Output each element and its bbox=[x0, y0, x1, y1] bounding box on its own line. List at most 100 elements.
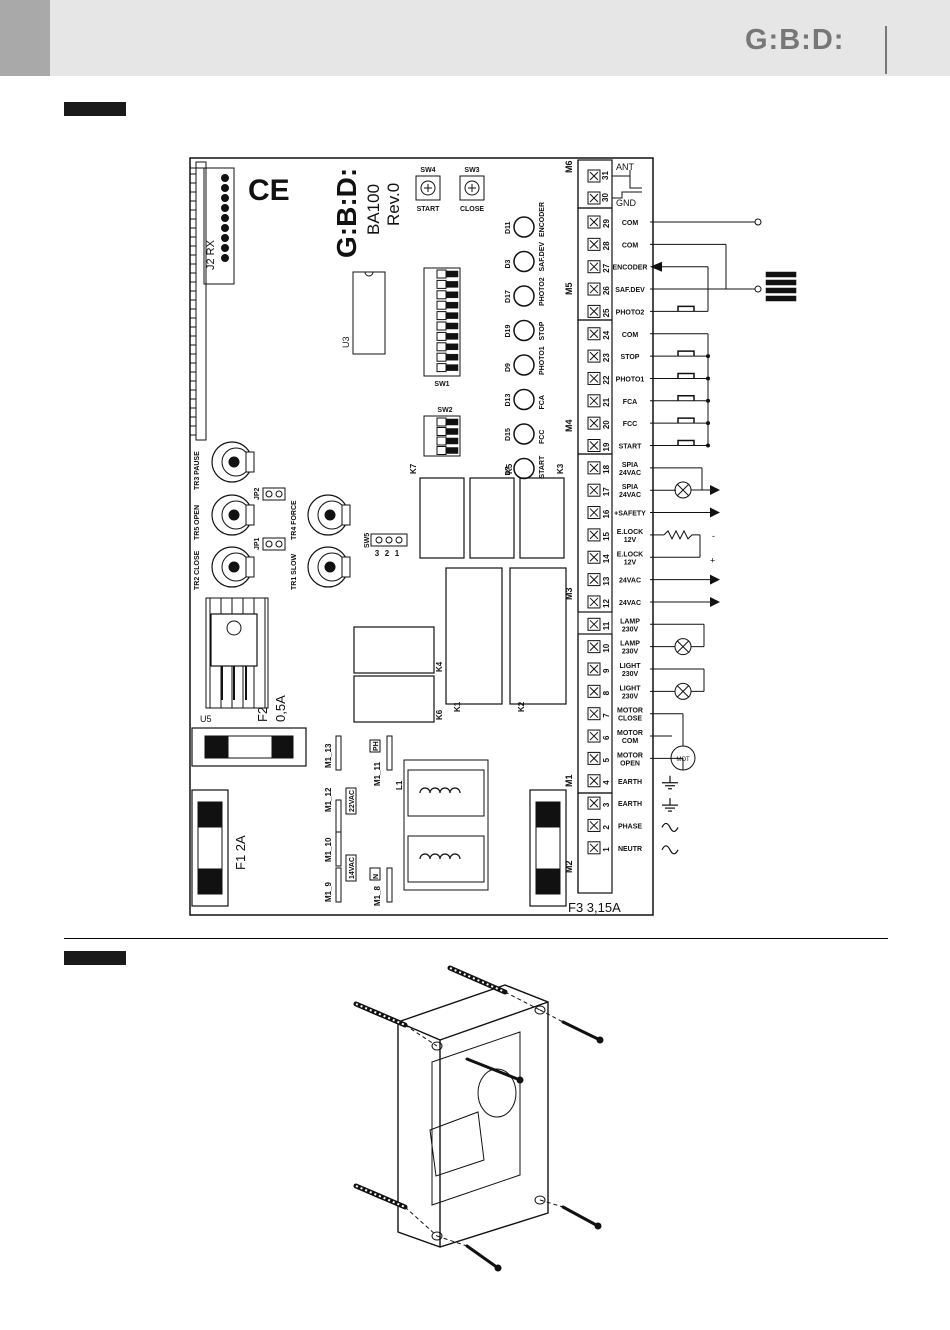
relay-label: K7 bbox=[409, 463, 418, 474]
spia-lamp-x bbox=[676, 483, 690, 497]
u3-chip bbox=[352, 271, 386, 355]
led-id: D13 bbox=[505, 394, 512, 407]
board-outline bbox=[189, 157, 654, 916]
trimmer-screw bbox=[228, 509, 240, 521]
accessory-connector-bar bbox=[765, 295, 797, 302]
receiver-connector bbox=[203, 167, 235, 285]
led-indicator bbox=[513, 285, 535, 307]
trimmer-base bbox=[245, 451, 255, 473]
connector-block-label: M1 bbox=[564, 774, 574, 787]
connector-block-label: M6 bbox=[564, 160, 574, 173]
terminal-screw-slot bbox=[589, 171, 599, 181]
sw1-lever bbox=[445, 333, 459, 340]
l1-winding bbox=[419, 787, 461, 794]
mounting-screw-head bbox=[516, 1076, 524, 1084]
sw4-knob bbox=[420, 180, 436, 196]
sw1-lever bbox=[445, 343, 459, 351]
enclosure-transformer bbox=[429, 1111, 485, 1177]
terminal-screw-slot bbox=[589, 798, 599, 808]
sw1-lever bbox=[445, 322, 459, 330]
f3-cap bbox=[536, 802, 560, 828]
receiver-pin bbox=[221, 184, 229, 192]
motor-symbol bbox=[670, 745, 696, 771]
f3-cap bbox=[536, 868, 560, 894]
terminal-label: PHOTO2 bbox=[616, 309, 645, 316]
saf-dev-wire-end bbox=[754, 285, 762, 293]
terminal-screw-slot bbox=[589, 396, 599, 406]
terminal-number: 1 bbox=[602, 847, 611, 852]
trimmer-screw bbox=[228, 561, 240, 573]
transformer-tap-tag: N bbox=[373, 874, 380, 879]
relay-label: K6 bbox=[435, 709, 444, 720]
sw5-header bbox=[370, 533, 408, 547]
terminal-number: 3 bbox=[602, 802, 611, 807]
f1-cap bbox=[198, 868, 222, 894]
trimmer-base bbox=[341, 504, 351, 526]
trimmer-label: TR3 PAUSE bbox=[194, 451, 201, 490]
sw1-lever bbox=[445, 312, 459, 319]
input-contact bbox=[677, 439, 695, 446]
header-tab bbox=[0, 0, 50, 76]
terminal-label: COM bbox=[622, 220, 639, 227]
enclosure-body bbox=[397, 984, 549, 1248]
mounting-screw-head bbox=[596, 1036, 604, 1044]
terminal-label: 24VAC bbox=[619, 600, 641, 607]
sw1-dip bbox=[423, 267, 461, 377]
transformer-tap-label: M1_9 bbox=[324, 881, 333, 902]
input-junction bbox=[706, 421, 710, 426]
terminal-label: START bbox=[619, 444, 643, 451]
led-name: PHOTO1 bbox=[539, 346, 546, 375]
figure-tag-1 bbox=[64, 102, 126, 116]
connector-block-label: M3 bbox=[564, 587, 574, 600]
transformer-tap-tag-box bbox=[369, 739, 381, 753]
terminal-label: +SAFETY bbox=[614, 511, 646, 518]
terminal-label: EARTH bbox=[618, 779, 642, 786]
com-wire-end bbox=[754, 218, 762, 226]
mounting-screw bbox=[465, 1057, 522, 1082]
terminal-number: 29 bbox=[602, 219, 611, 228]
terminal-number: 19 bbox=[602, 442, 611, 451]
transformer-tap-label: M1_11 bbox=[373, 761, 382, 786]
input-junction bbox=[706, 376, 710, 381]
sw3-caption: CLOSE bbox=[460, 206, 484, 213]
f2-value: 0,5A bbox=[273, 695, 288, 722]
sw2-lever bbox=[445, 428, 459, 435]
transformer-tap-label: M1_10 bbox=[324, 837, 333, 862]
relay bbox=[353, 626, 435, 674]
terminal-label: CLOSE bbox=[618, 716, 642, 723]
flash-lamp-x bbox=[676, 640, 690, 654]
receiver-pin bbox=[221, 214, 229, 222]
transformer-tap-label: M1_13 bbox=[324, 743, 333, 768]
terminal-screw-slot bbox=[589, 709, 599, 719]
terminal-screw-slot bbox=[589, 642, 599, 652]
sw5-pin bbox=[395, 536, 403, 544]
enclosure-screw-hole bbox=[534, 1195, 546, 1205]
mounting-screw bbox=[465, 1244, 500, 1270]
antenna-label: ANT bbox=[616, 162, 635, 172]
connector-block-label: M5 bbox=[564, 282, 574, 295]
relay-label: K3 bbox=[556, 463, 565, 474]
terminal-number: 28 bbox=[602, 241, 611, 250]
terminal-label: PHASE bbox=[618, 823, 642, 830]
pin-header bbox=[195, 161, 207, 441]
mounting-screw-head bbox=[594, 1222, 602, 1230]
transformer-tap-pin bbox=[335, 831, 342, 867]
spia-arrow bbox=[710, 485, 720, 495]
terminal-label: 230V bbox=[622, 626, 639, 633]
safety-arrow bbox=[710, 507, 720, 518]
receiver-pin bbox=[221, 244, 229, 252]
transformer-tap-tag-box bbox=[345, 854, 357, 882]
terminal-label: PHOTO1 bbox=[616, 376, 645, 383]
assembly-guide bbox=[404, 1206, 438, 1237]
wall-plug-ribs bbox=[449, 967, 506, 993]
sw1-lever bbox=[445, 301, 459, 309]
terminal-label: COM bbox=[622, 738, 639, 745]
board-model: BA100 bbox=[364, 184, 383, 235]
relay-label: K5 bbox=[505, 463, 514, 474]
sw1-lever bbox=[445, 281, 459, 288]
terminal-number: 17 bbox=[602, 487, 611, 496]
terminal-screw-slot bbox=[589, 463, 599, 473]
transformer-tap-pin bbox=[335, 867, 342, 903]
sw3-label: SW3 bbox=[464, 167, 479, 174]
terminal-number: 23 bbox=[602, 353, 611, 362]
